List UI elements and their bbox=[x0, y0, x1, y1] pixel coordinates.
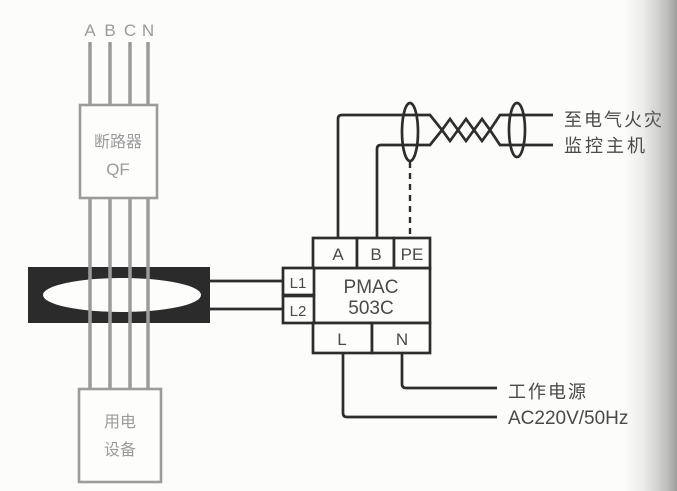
terminal-l-label: L bbox=[337, 330, 346, 349]
load-box bbox=[77, 387, 163, 484]
terminal-pe-label: PE bbox=[401, 245, 424, 264]
terminal-a-label: A bbox=[332, 245, 344, 264]
terminal-l1-box bbox=[281, 266, 316, 297]
signal-wire-b bbox=[375, 127, 553, 238]
breaker-label: 断路器 bbox=[94, 133, 142, 151]
terminal-b-label: B bbox=[370, 245, 381, 264]
terminal-n-label: N bbox=[396, 330, 408, 349]
device-name-line2: 503C bbox=[348, 298, 393, 319]
phase-label-b: B bbox=[104, 21, 115, 40]
device-name-line1: PMAC bbox=[344, 277, 399, 298]
phase-label-c: C bbox=[124, 21, 136, 40]
phase-label-a: A bbox=[84, 21, 96, 40]
twisted-pair-loop-left bbox=[400, 101, 420, 163]
phase-label-n: N bbox=[142, 21, 154, 40]
load-label-line1: 用电 bbox=[104, 413, 136, 431]
load-label-line2: 设备 bbox=[104, 441, 136, 459]
monitor-label-line1: 至电气火灾 bbox=[564, 110, 664, 130]
terminal-b-box bbox=[355, 236, 396, 270]
breaker-box bbox=[78, 103, 159, 200]
terminal-n-box bbox=[370, 321, 432, 355]
breaker-id-label: QF bbox=[106, 160, 130, 179]
power-label-line1: 工作电源 bbox=[508, 382, 588, 402]
current-transformer-window bbox=[43, 278, 201, 312]
power-wire-n bbox=[400, 353, 497, 390]
power-label-line2: AC220V/50Hz bbox=[508, 408, 628, 429]
terminal-pe-box bbox=[392, 236, 432, 270]
device-box bbox=[311, 266, 432, 325]
terminal-l1-label: L1 bbox=[290, 275, 307, 292]
twisted-pair-loop-right bbox=[507, 101, 527, 159]
signal-wire-a bbox=[336, 113, 553, 238]
monitor-label-line2: 监控主机 bbox=[564, 136, 648, 156]
terminal-l2-box bbox=[281, 294, 316, 325]
power-wire-l bbox=[341, 353, 497, 419]
terminal-l2-label: L2 bbox=[290, 303, 307, 320]
